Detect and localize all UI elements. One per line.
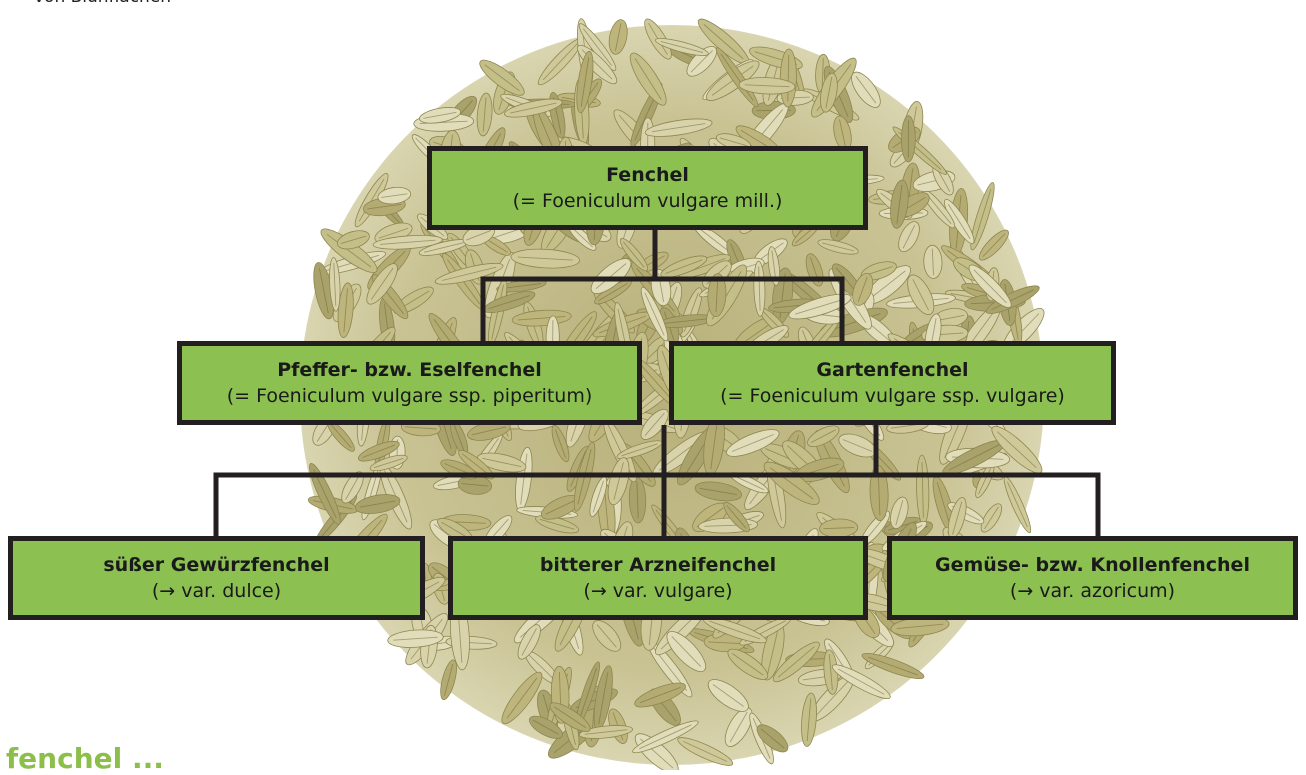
node-pfeffer-title: Pfeffer- bzw. Eselfenchel [277, 357, 542, 383]
connector-level2-bar [483, 279, 842, 341]
node-garten-subtitle: (= Foeniculum vulgare ssp. vulgare) [720, 383, 1065, 409]
node-suess-subtitle: (→ var. dulce) [152, 578, 281, 604]
node-garten-title: Gartenfenchel [816, 357, 968, 383]
node-fenchel: Fenchel (= Foeniculum vulgare mill.) [427, 146, 868, 230]
node-gemuese-knollenfenchel: Gemüse- bzw. Knollenfenchel (→ var. azor… [887, 536, 1298, 620]
node-suesser-gewuerzfenchel: süßer Gewürzfenchel (→ var. dulce) [8, 536, 425, 620]
node-pfeffer-subtitle: (= Foeniculum vulgare ssp. piperitum) [227, 383, 593, 409]
node-suess-title: süßer Gewürzfenchel [103, 552, 329, 578]
node-bitterer-arzneifenchel: bitterer Arzneifenchel (→ var. vulgare) [448, 536, 868, 620]
connector-level3-bar [216, 475, 1098, 536]
node-fenchel-title: Fenchel [606, 162, 689, 188]
top-caption-text: von Blühflächen [34, 0, 171, 8]
node-gemuese-title: Gemüse- bzw. Knollenfenchel [935, 552, 1250, 578]
node-bitter-title: bitterer Arzneifenchel [540, 552, 776, 578]
node-pfeffer-eselfenchel: Pfeffer- bzw. Eselfenchel (= Foeniculum … [177, 341, 642, 425]
node-fenchel-subtitle: (= Foeniculum vulgare mill.) [513, 188, 783, 214]
node-bitter-subtitle: (→ var. vulgare) [583, 578, 732, 604]
node-gartenfenchel: Gartenfenchel (= Foeniculum vulgare ssp.… [669, 341, 1116, 425]
node-gemuese-subtitle: (→ var. azoricum) [1010, 578, 1175, 604]
